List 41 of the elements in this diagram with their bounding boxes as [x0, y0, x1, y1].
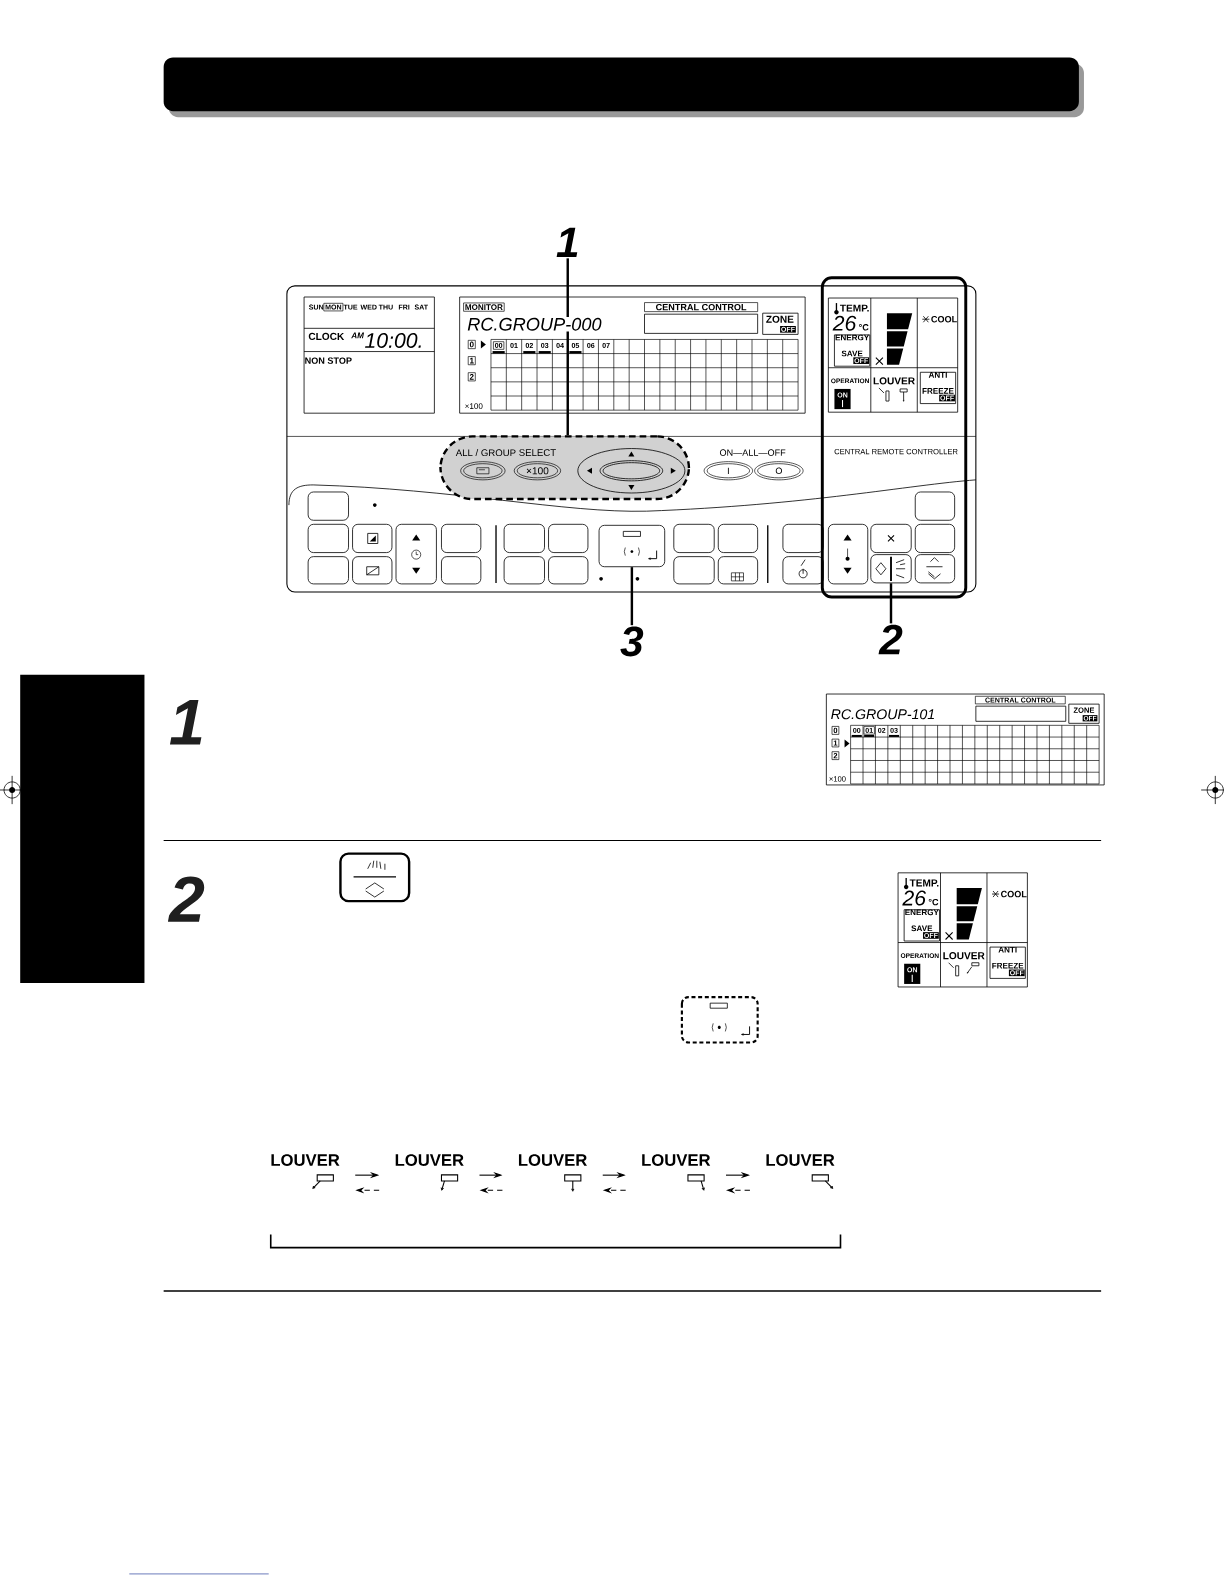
node-label: LOUVER — [271, 1154, 340, 1166]
node-label: LOUVER — [518, 1154, 587, 1166]
louver-indicator: LOUVER — [271, 1154, 340, 1189]
display-text: COOL — [1000, 890, 1027, 898]
oval-button: I — [703, 461, 753, 481]
callout-number: 2 — [878, 624, 903, 655]
side-tab — [20, 674, 145, 983]
oval-button: O — [754, 461, 804, 481]
callout-number: 1 — [556, 227, 578, 258]
button — [870, 554, 912, 584]
display-text: 2 — [467, 372, 476, 382]
display-text: MONITOR — [463, 302, 505, 312]
display-text: ×100 — [465, 403, 483, 409]
display-text: LOUVER — [873, 377, 915, 385]
display-text: COOL — [931, 316, 957, 323]
node-label: LOUVER — [766, 1154, 835, 1166]
group-readout: RC.GROUP-000 — [466, 317, 603, 332]
node-label: LOUVER — [642, 1154, 711, 1166]
node-label: LOUVER — [395, 1154, 464, 1166]
display-text: LOUVER — [943, 952, 985, 960]
louver-indicator: LOUVER — [642, 1154, 711, 1191]
louver-indicator: LOUVER — [395, 1154, 464, 1191]
display-text: NON STOP — [305, 357, 352, 364]
display-text: CLOCK — [308, 332, 344, 340]
button — [598, 524, 665, 568]
selector-panel: ALL / GROUP SELECT ×100 — [439, 435, 690, 501]
display-text: ON—ALL—OFF — [719, 449, 786, 456]
leader-line — [889, 583, 893, 624]
group-readout: RC.GROUP-101 — [830, 709, 934, 720]
display-text: 1 — [467, 356, 476, 366]
louver-indicator: LOUVER — [518, 1154, 587, 1192]
callout-number: 3 — [620, 626, 644, 657]
display-text: CENTRAL CONTROL — [644, 302, 758, 312]
leader-line — [630, 567, 633, 626]
leader-line — [566, 258, 569, 436]
display-text: TEMP. — [839, 304, 869, 312]
display-text: AM — [351, 332, 364, 339]
display-text: 0 — [467, 340, 476, 349]
display-text: TEMP. — [909, 879, 939, 887]
louver-indicator: LOUVER — [766, 1154, 835, 1189]
time-readout: 10:00. — [364, 332, 421, 348]
